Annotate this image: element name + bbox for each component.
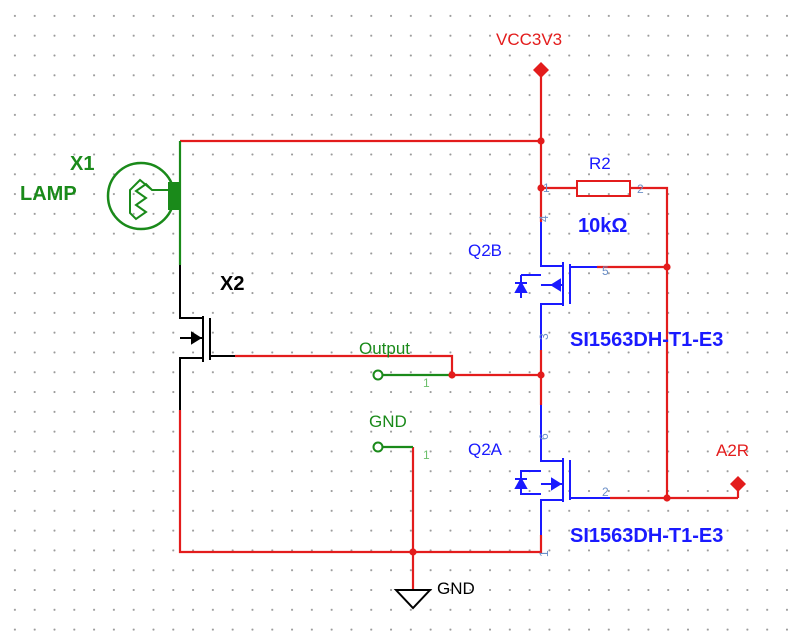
- q2b-pin-gate-label: 5: [602, 264, 609, 278]
- q2a-arrow-icon: [551, 477, 562, 491]
- output-connector[interactable]: [372, 369, 384, 381]
- q2a-source-lead: [540, 499, 563, 535]
- lamp-x1[interactable]: [106, 161, 180, 231]
- junction-output-right: [537, 371, 545, 379]
- q2a-pin-bottom-label: 1: [537, 550, 551, 557]
- lamp-ref-label: X1: [70, 153, 94, 175]
- q2b-part-label: SI1563DH-T1-E3: [570, 329, 723, 351]
- r2-pin2-label: 2: [637, 182, 644, 196]
- q2b-ref-label: Q2B: [468, 241, 502, 260]
- q2b-diode-icon: [514, 280, 528, 293]
- junction-output-mid: [448, 371, 456, 379]
- q2a-pin-gate-label: 2: [602, 485, 609, 499]
- lamp-filament-icon: [129, 178, 172, 221]
- q2b-arrow-icon: [550, 278, 561, 292]
- mosfet-q2a[interactable]: [514, 405, 610, 535]
- x2-drain-lead: [179, 265, 203, 319]
- r2-ref-label: R2: [589, 154, 611, 173]
- output-label: Output: [359, 339, 410, 358]
- a2r-diamond-icon: [730, 476, 746, 492]
- resistor-r2[interactable]: [576, 180, 631, 197]
- mosfet-x2[interactable]: [179, 265, 235, 410]
- wire-r2-pin2: [630, 186, 669, 498]
- ground-label: GND: [437, 579, 475, 598]
- r2-pin1-label: 1: [543, 181, 550, 195]
- junctions: [409, 137, 671, 556]
- r2-body-icon: [576, 180, 631, 197]
- q2a-drain-lead: [540, 405, 563, 462]
- q2b-pin-bottom-label: 3: [537, 333, 551, 340]
- gnd-connector-label: GND: [369, 412, 407, 431]
- mosfet-q2b[interactable]: [514, 222, 597, 350]
- q2a-diode-leads: [520, 470, 541, 495]
- gnd-connector-pin-label: 1: [423, 448, 430, 462]
- junction-gnd: [409, 548, 417, 556]
- wire-x2-source: [178, 410, 543, 554]
- a2r-port[interactable]: [730, 476, 746, 498]
- junction-q2a-gate: [663, 494, 671, 502]
- q2b-drain-lead: [540, 222, 563, 267]
- gnd-connector[interactable]: [372, 441, 384, 453]
- a2r-label: A2R: [716, 441, 749, 460]
- x2-arrow-icon: [191, 331, 202, 345]
- output-terminal-icon: [372, 369, 384, 381]
- ground-icon: [393, 589, 433, 610]
- q2b-pin-top-label: 4: [537, 215, 551, 222]
- x2-source-lead: [179, 357, 203, 410]
- junction-top: [537, 137, 545, 145]
- r2-value-label: 10kΩ: [578, 215, 627, 237]
- q2a-ref-label: Q2A: [468, 440, 503, 459]
- lamp-type-label: LAMP: [20, 183, 77, 205]
- wire-x2-gate: [235, 354, 454, 375]
- q2a-part-label: SI1563DH-T1-E3: [570, 525, 723, 547]
- wires: [178, 75, 738, 590]
- junction-r2: [537, 184, 545, 192]
- q2b-source-lead: [540, 303, 563, 350]
- ground-symbol[interactable]: [393, 589, 433, 610]
- vcc-power-symbol[interactable]: [533, 62, 549, 78]
- output-pin-label: 1: [423, 376, 430, 390]
- gnd-terminal-icon: [372, 441, 384, 453]
- q2a-pin-top-label: 6: [537, 433, 551, 440]
- x2-ref-label: X2: [220, 273, 244, 295]
- lamp-bulb-icon: [106, 161, 176, 231]
- vcc-diamond-icon: [533, 62, 549, 78]
- lamp-base-icon: [168, 182, 180, 210]
- junction-q2b-gate: [663, 263, 671, 271]
- vcc-label: VCC3V3: [496, 30, 562, 49]
